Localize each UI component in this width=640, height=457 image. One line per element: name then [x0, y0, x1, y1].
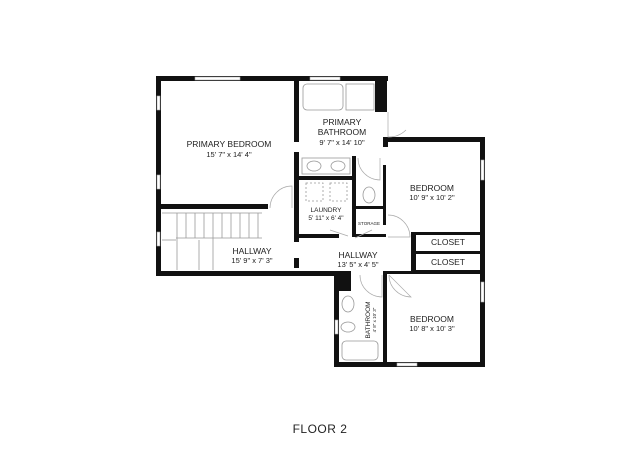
bathtub-icon: [302, 83, 344, 111]
room-name: BEDROOM: [410, 314, 454, 324]
room-name: BEDROOM: [410, 183, 454, 193]
room-dimensions: 10' 9" x 10' 2": [409, 193, 455, 202]
floor-label: FLOOR 2: [292, 422, 348, 436]
room-name: HALLWAY: [338, 250, 377, 260]
windows: [156, 76, 485, 367]
room-dimensions: 15' 9" x 7' 3": [231, 256, 272, 265]
room-dimensions: 13' 5" x 4' 5": [337, 260, 378, 269]
room-dimensions: 9' 7" x 14' 10": [319, 138, 365, 147]
room-name: PRIMARY: [323, 117, 362, 127]
room-name: BATHROOM: [318, 127, 366, 137]
room-name: PRIMARY BEDROOM: [187, 139, 272, 149]
toilet-icon: [362, 186, 376, 204]
toilet-icon: [340, 321, 356, 333]
room-dimensions: 5' 11" x 6' 4": [308, 215, 344, 222]
bathtub-icon: [341, 340, 379, 361]
room-name: BATHROOM: [365, 301, 372, 338]
fixtures: [162, 83, 379, 361]
room-dimensions: 4' 8" x 10' 3": [372, 307, 377, 332]
dryer-icon: [329, 182, 348, 202]
vanity-icon: [301, 157, 351, 175]
room-dimensions: 10' 8" x 10' 3": [409, 324, 455, 333]
doors: [269, 112, 412, 298]
room-dimensions: 15' 7" x 14' 4": [206, 150, 252, 159]
stairs-icon: [162, 212, 262, 270]
room-name: LAUNDRY: [311, 207, 343, 214]
shower-icon: [345, 83, 375, 111]
room-name: CLOSET: [431, 237, 465, 247]
room-name: CLOSET: [431, 257, 465, 267]
room-name: HALLWAY: [232, 246, 271, 256]
sink-icon: [341, 295, 355, 313]
room-name: STORAGE: [358, 221, 380, 226]
washer-icon: [305, 182, 324, 202]
